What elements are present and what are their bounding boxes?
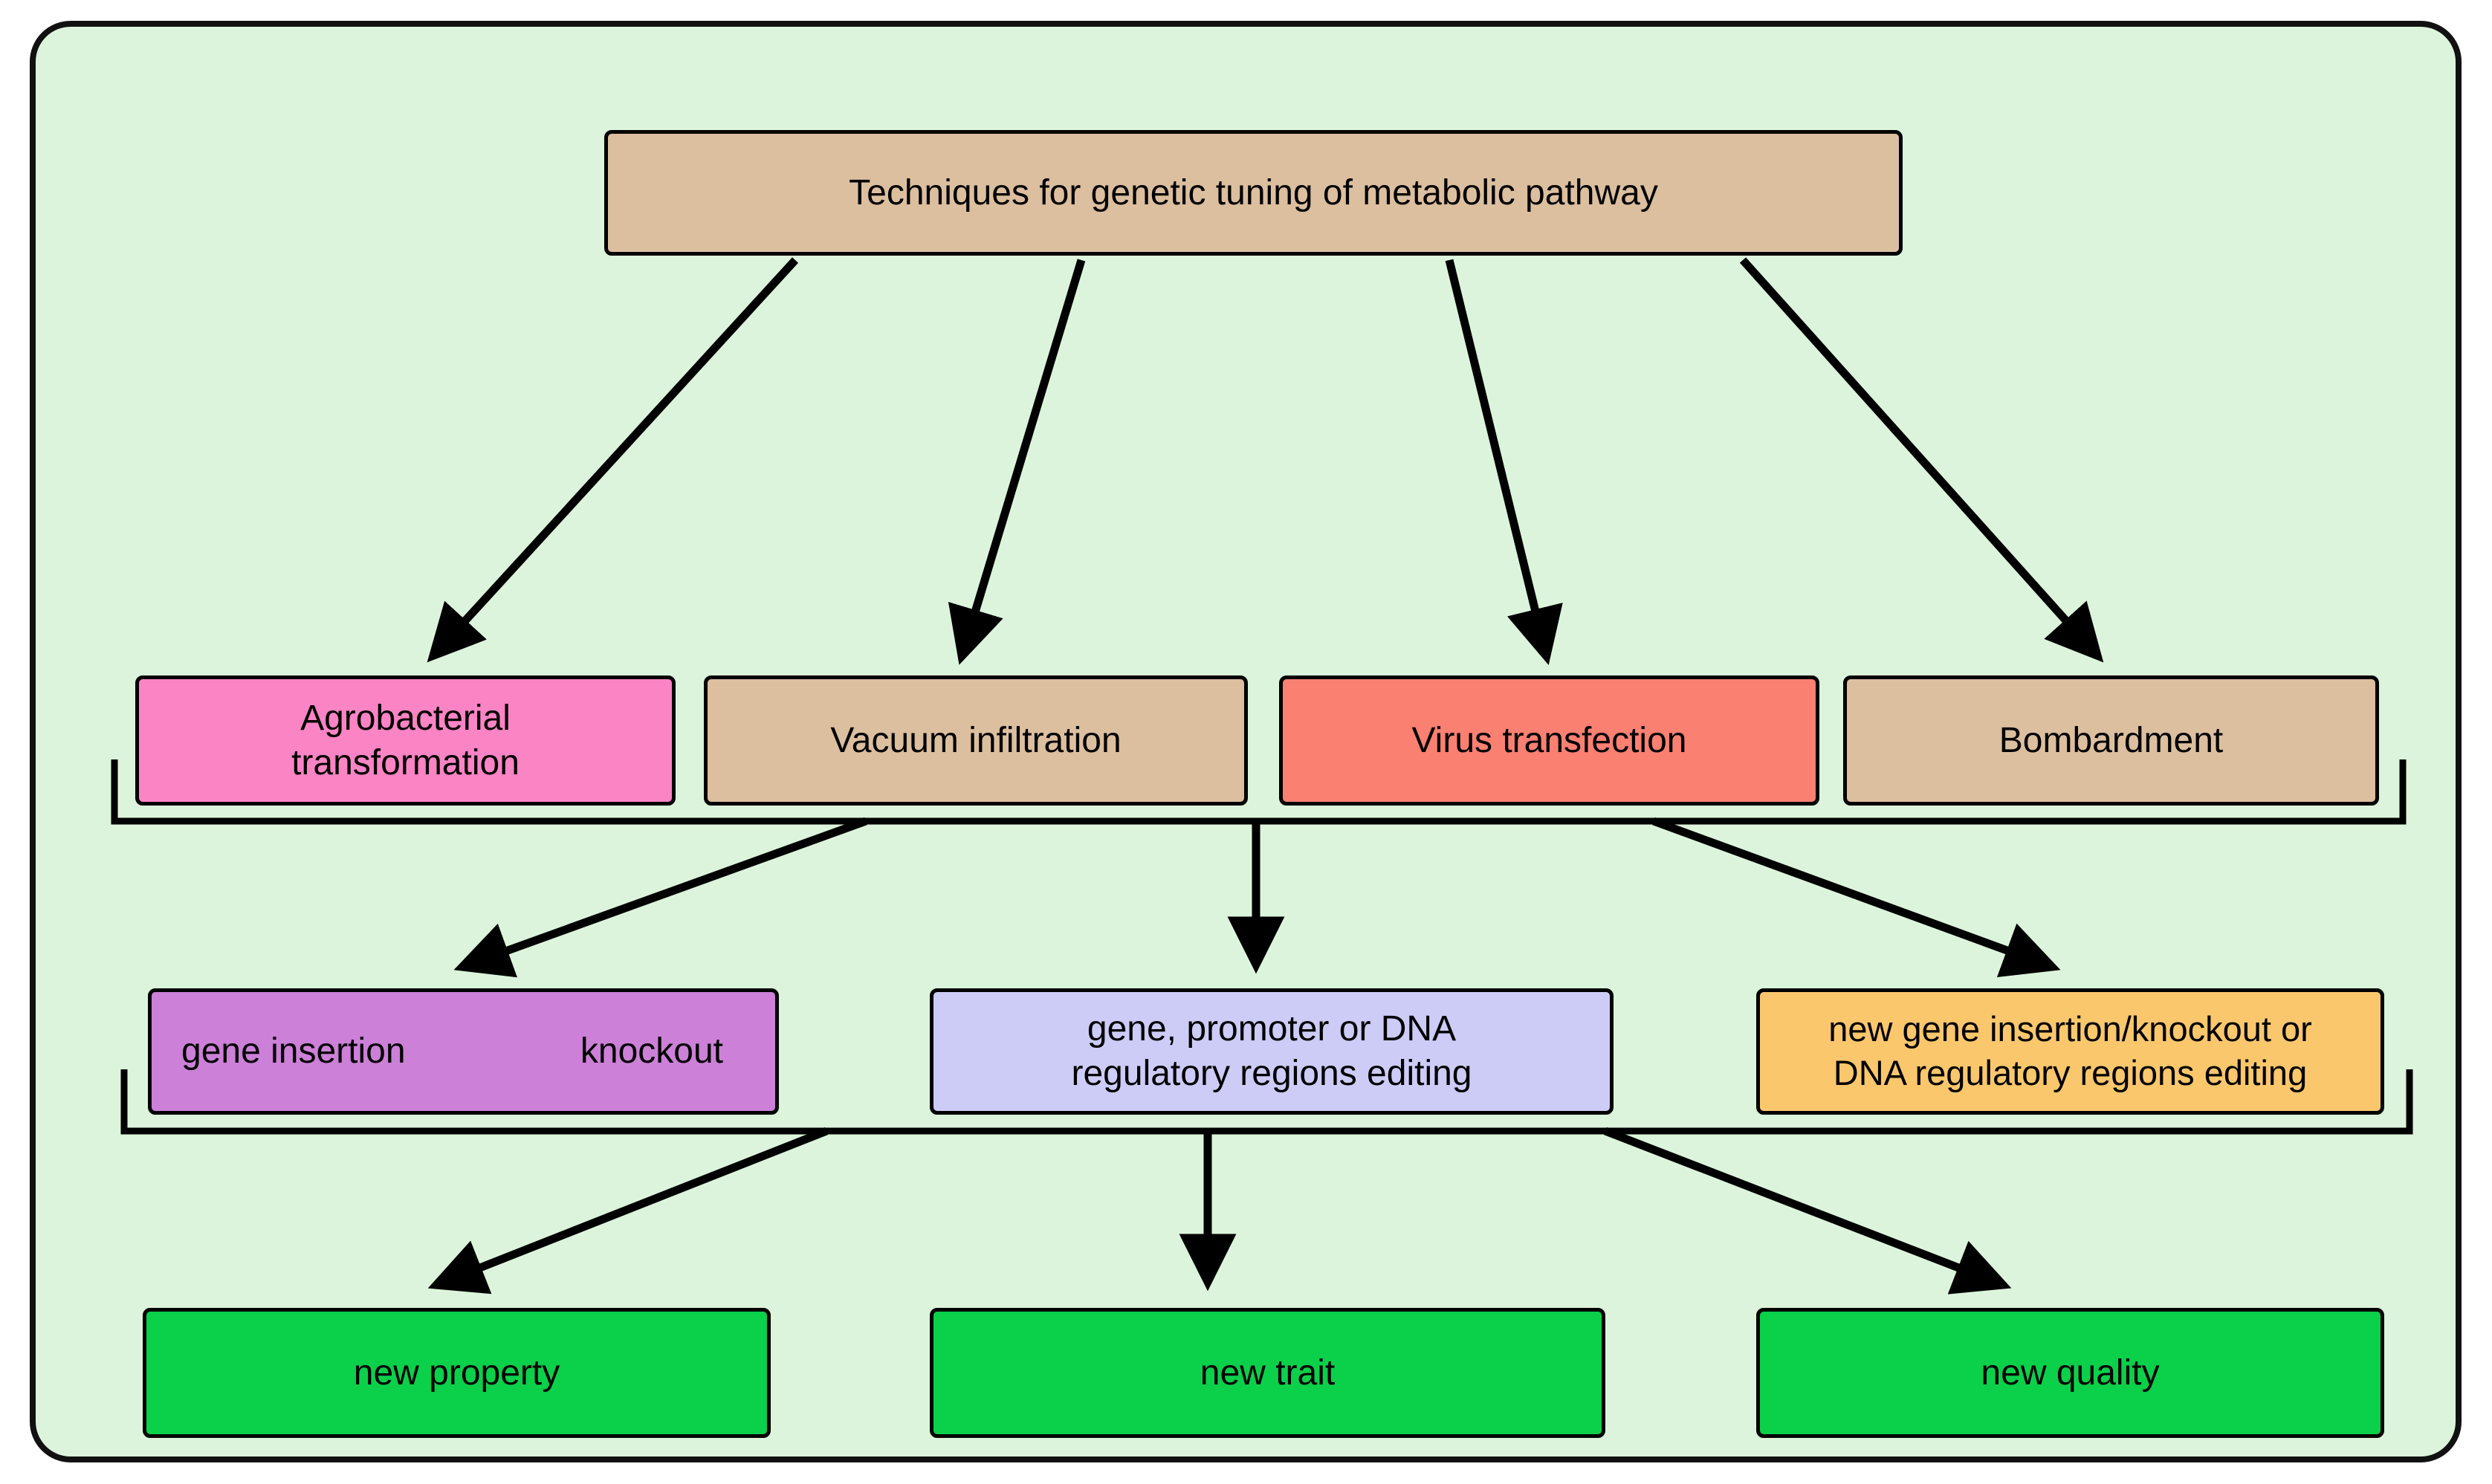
modification-box-new-gene-insertion-knockout: new gene insertion/knockout or DNA regul… [1756, 988, 2384, 1115]
outcome-box-new-property: new property [143, 1308, 771, 1438]
modification-box-regulatory-editing: gene, promoter or DNA regulatory regions… [930, 988, 1614, 1115]
technique-box-vacuum-infiltration: Vacuum infiltration [704, 675, 1248, 806]
outcome-box-new-trait: new trait [930, 1308, 1605, 1438]
technique-box-agrobacterial-transformation: Agrobacterial transformation [135, 675, 676, 806]
knockout-label: knockout [580, 1031, 723, 1071]
technique-box-virus-transfection: Virus transfection [1279, 675, 1819, 806]
outcome-box-new-quality: new quality [1756, 1308, 2384, 1438]
title-box: Techniques for genetic tuning of metabol… [604, 130, 1903, 256]
modification-box-gene-insertion-knockout: gene insertion knockout [148, 988, 779, 1115]
gene-insertion-label: gene insertion [181, 1031, 406, 1071]
technique-box-bombardment: Bombardment [1843, 675, 2379, 806]
